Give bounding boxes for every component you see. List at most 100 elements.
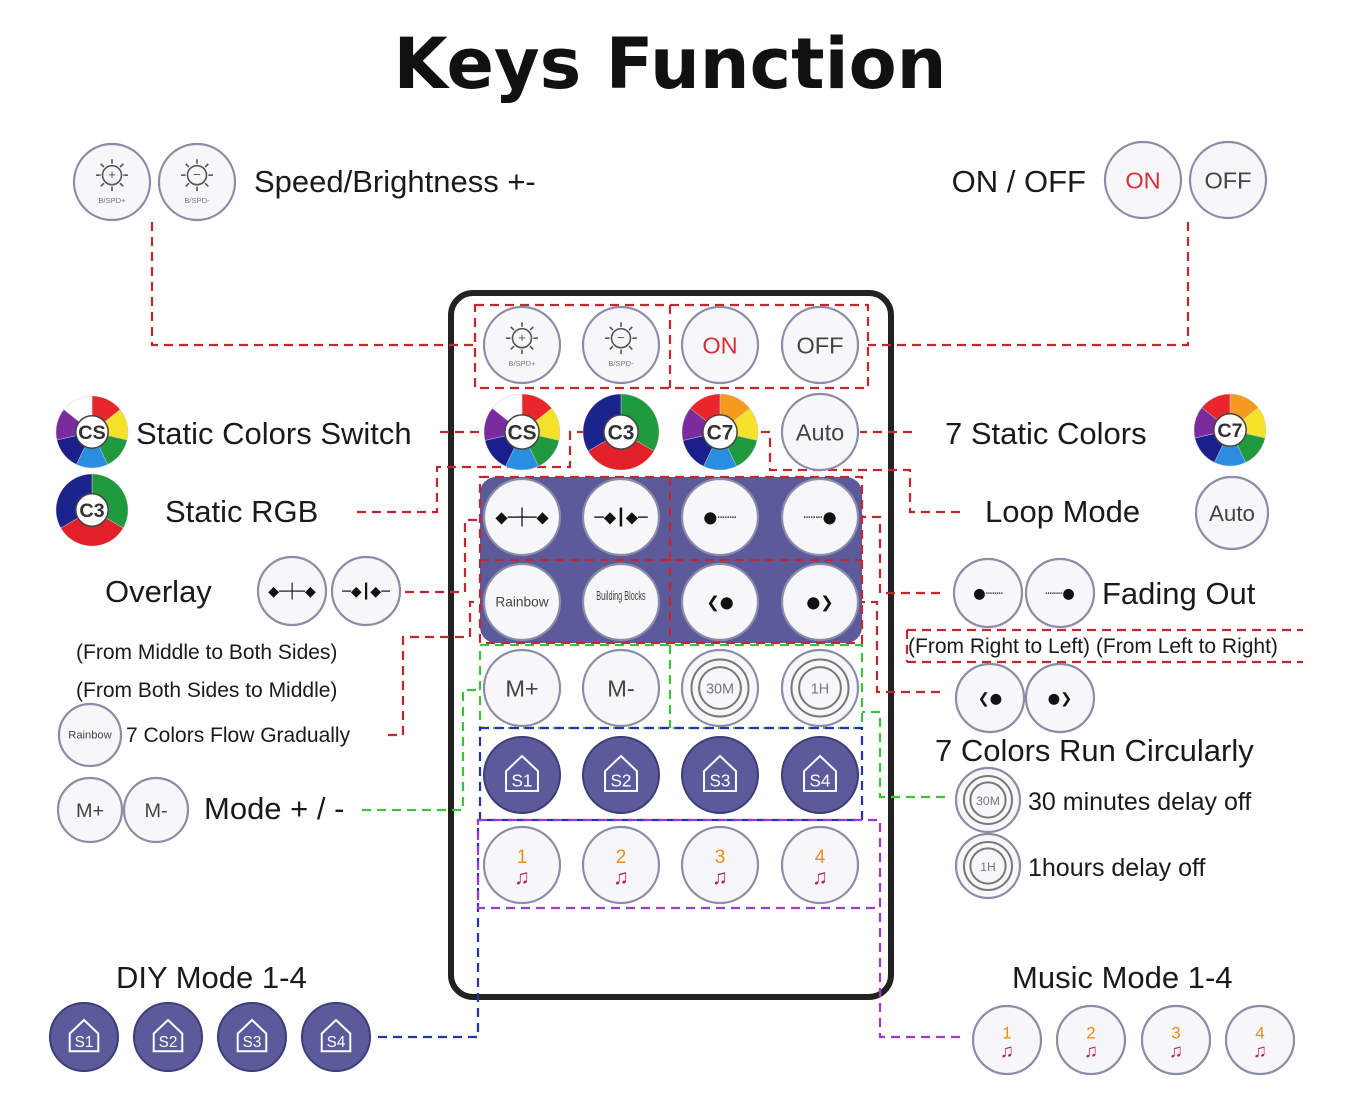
wheel-center [702, 414, 738, 450]
button-face [217, 1002, 287, 1072]
remote-button-[interactable]: ●┈┈ [680, 477, 760, 557]
remote-button-rainbow[interactable]: Rainbow [482, 562, 562, 642]
button-face [780, 392, 860, 472]
remote-button-s1[interactable]: S1 [483, 736, 561, 814]
button-label: B/SPD- [608, 359, 634, 368]
remote-button-s2[interactable]: S2 [582, 736, 660, 814]
remote-button-s4[interactable]: S4 [781, 736, 859, 814]
remote-button-[interactable]: ❮● [680, 562, 760, 642]
callout-icon-[interactable]: ●❯ [1024, 662, 1096, 734]
callout-icon-s3[interactable]: S3 [217, 1002, 287, 1072]
timer-ring [963, 775, 1013, 825]
button-label: S3 [710, 771, 731, 790]
remote-button-[interactable]: ┈┈● [780, 477, 860, 557]
callout-icon-m[interactable]: M- [122, 776, 190, 844]
music-number: 3 [715, 847, 726, 868]
button-face [1140, 1004, 1212, 1076]
sun-ray [529, 326, 534, 331]
callout-icon-rainbow[interactable]: Rainbow [57, 702, 123, 768]
group-box-top [473, 303, 870, 390]
remote-button-c3[interactable]: C3 [582, 393, 660, 471]
button-label: Auto [1209, 501, 1255, 526]
label-music: Music Mode 1-4 [1012, 960, 1233, 995]
sun-ray [628, 345, 633, 351]
sun-ray [100, 163, 105, 168]
wheel-center [603, 414, 639, 450]
button-glyph: ─◆┃◆─ [341, 582, 390, 600]
connector-timer [862, 710, 945, 799]
remote-button-on[interactable]: ON [680, 305, 760, 385]
button-face [581, 562, 661, 642]
remote-button-1h[interactable]: 1H [780, 648, 860, 728]
callout-icon-s1[interactable]: S1 [49, 1002, 119, 1072]
callout-icon-b-spd[interactable]: +B/SPD+ [72, 142, 152, 222]
callout-icon-m[interactable]: M+ [56, 776, 124, 844]
remote-button-[interactable]: ─◆┃◆─ [581, 477, 661, 557]
remote-button-c7[interactable]: C7 [681, 393, 759, 471]
remote-button-b-spd[interactable]: −B/SPD- [581, 305, 661, 385]
callout-icon-2[interactable]: 2♫ [1055, 1004, 1127, 1076]
remote-button-3[interactable]: 3♫ [680, 825, 760, 905]
remote-button-30m[interactable]: 30M [680, 648, 760, 728]
sun-ray [529, 345, 534, 351]
callout-icon-3[interactable]: 3♫ [1140, 1004, 1212, 1076]
button-face [582, 736, 660, 814]
callout-icon-s4[interactable]: S4 [301, 1002, 371, 1072]
label-seven-static: 7 Static Colors [945, 416, 1147, 451]
remote-button-building-blocks[interactable]: Building Blocks [581, 562, 661, 642]
button-label: CS [507, 422, 536, 445]
button-face [482, 648, 562, 728]
remote-button-s3[interactable]: S3 [681, 736, 759, 814]
callout-icon-off[interactable]: OFF [1188, 140, 1268, 220]
remote-button-[interactable]: ◆─┼─◆ [482, 477, 562, 557]
label-fading: Fading Out [1102, 576, 1256, 611]
music-note-icon: ♫ [514, 866, 530, 889]
button-label: B/SPD+ [508, 359, 536, 368]
callout-icon-on[interactable]: ON [1103, 140, 1183, 220]
music-note-icon: ♫ [812, 866, 828, 889]
remote-button-1[interactable]: 1♫ [482, 825, 562, 905]
sun-ray [204, 163, 209, 168]
callout-icon-c3[interactable]: C3 [55, 473, 129, 547]
home-icon [604, 754, 638, 792]
button-face [1024, 557, 1096, 629]
callout-icon-[interactable]: ❮● [954, 662, 1026, 734]
wheel-center [504, 414, 540, 450]
remote-button-m[interactable]: M+ [482, 648, 562, 728]
callout-icon-b-spd[interactable]: −B/SPD- [157, 142, 237, 222]
callout-icon-1[interactable]: 1♫ [971, 1004, 1043, 1076]
sun-ray [510, 345, 515, 351]
label-on-off: ON / OFF [952, 164, 1086, 199]
remote-button-[interactable]: ●❯ [780, 562, 860, 642]
callout-icon-auto[interactable]: Auto [1194, 475, 1270, 551]
remote-button-4[interactable]: 4♫ [780, 825, 860, 905]
music-note-icon: ♫ [1169, 1040, 1183, 1061]
remote-button-off[interactable]: OFF [780, 305, 860, 385]
remote-button-2[interactable]: 2♫ [581, 825, 661, 905]
callout-icon-[interactable]: ┈┈● [1024, 557, 1096, 629]
button-glyph: ◆─┼─◆ [495, 508, 549, 527]
remote-button-b-spd[interactable]: +B/SPD+ [482, 305, 562, 385]
callout-icon-s2[interactable]: S2 [133, 1002, 203, 1072]
button-face [581, 305, 661, 385]
button-face [122, 776, 190, 844]
button-face [483, 736, 561, 814]
callout-icon-1h[interactable]: 1H [954, 832, 1022, 900]
button-label: M- [607, 675, 634, 701]
remote-button-m[interactable]: M- [581, 648, 661, 728]
label-delay-1h: 1hours delay off [1028, 854, 1205, 882]
callout-icon-c7[interactable]: C7 [1193, 393, 1267, 467]
music-number: 1 [517, 847, 528, 868]
callout-icon-cs[interactable]: CS [55, 395, 129, 469]
callout-icon-[interactable]: ─◆┃◆─ [330, 555, 402, 627]
button-label: 30M [976, 794, 1000, 808]
remote-button-cs[interactable]: CS [483, 393, 561, 471]
callout-icon-30m[interactable]: 30M [954, 766, 1022, 834]
sun-icon [186, 164, 208, 186]
remote-button-auto[interactable]: Auto [780, 392, 860, 472]
callout-icon-4[interactable]: 4♫ [1224, 1004, 1296, 1076]
callout-icon-[interactable]: ●┈┈ [952, 557, 1024, 629]
callout-icon-[interactable]: ◆─┼─◆ [256, 555, 328, 627]
music-note-icon: ♫ [712, 866, 728, 889]
sun-ray [204, 182, 209, 188]
